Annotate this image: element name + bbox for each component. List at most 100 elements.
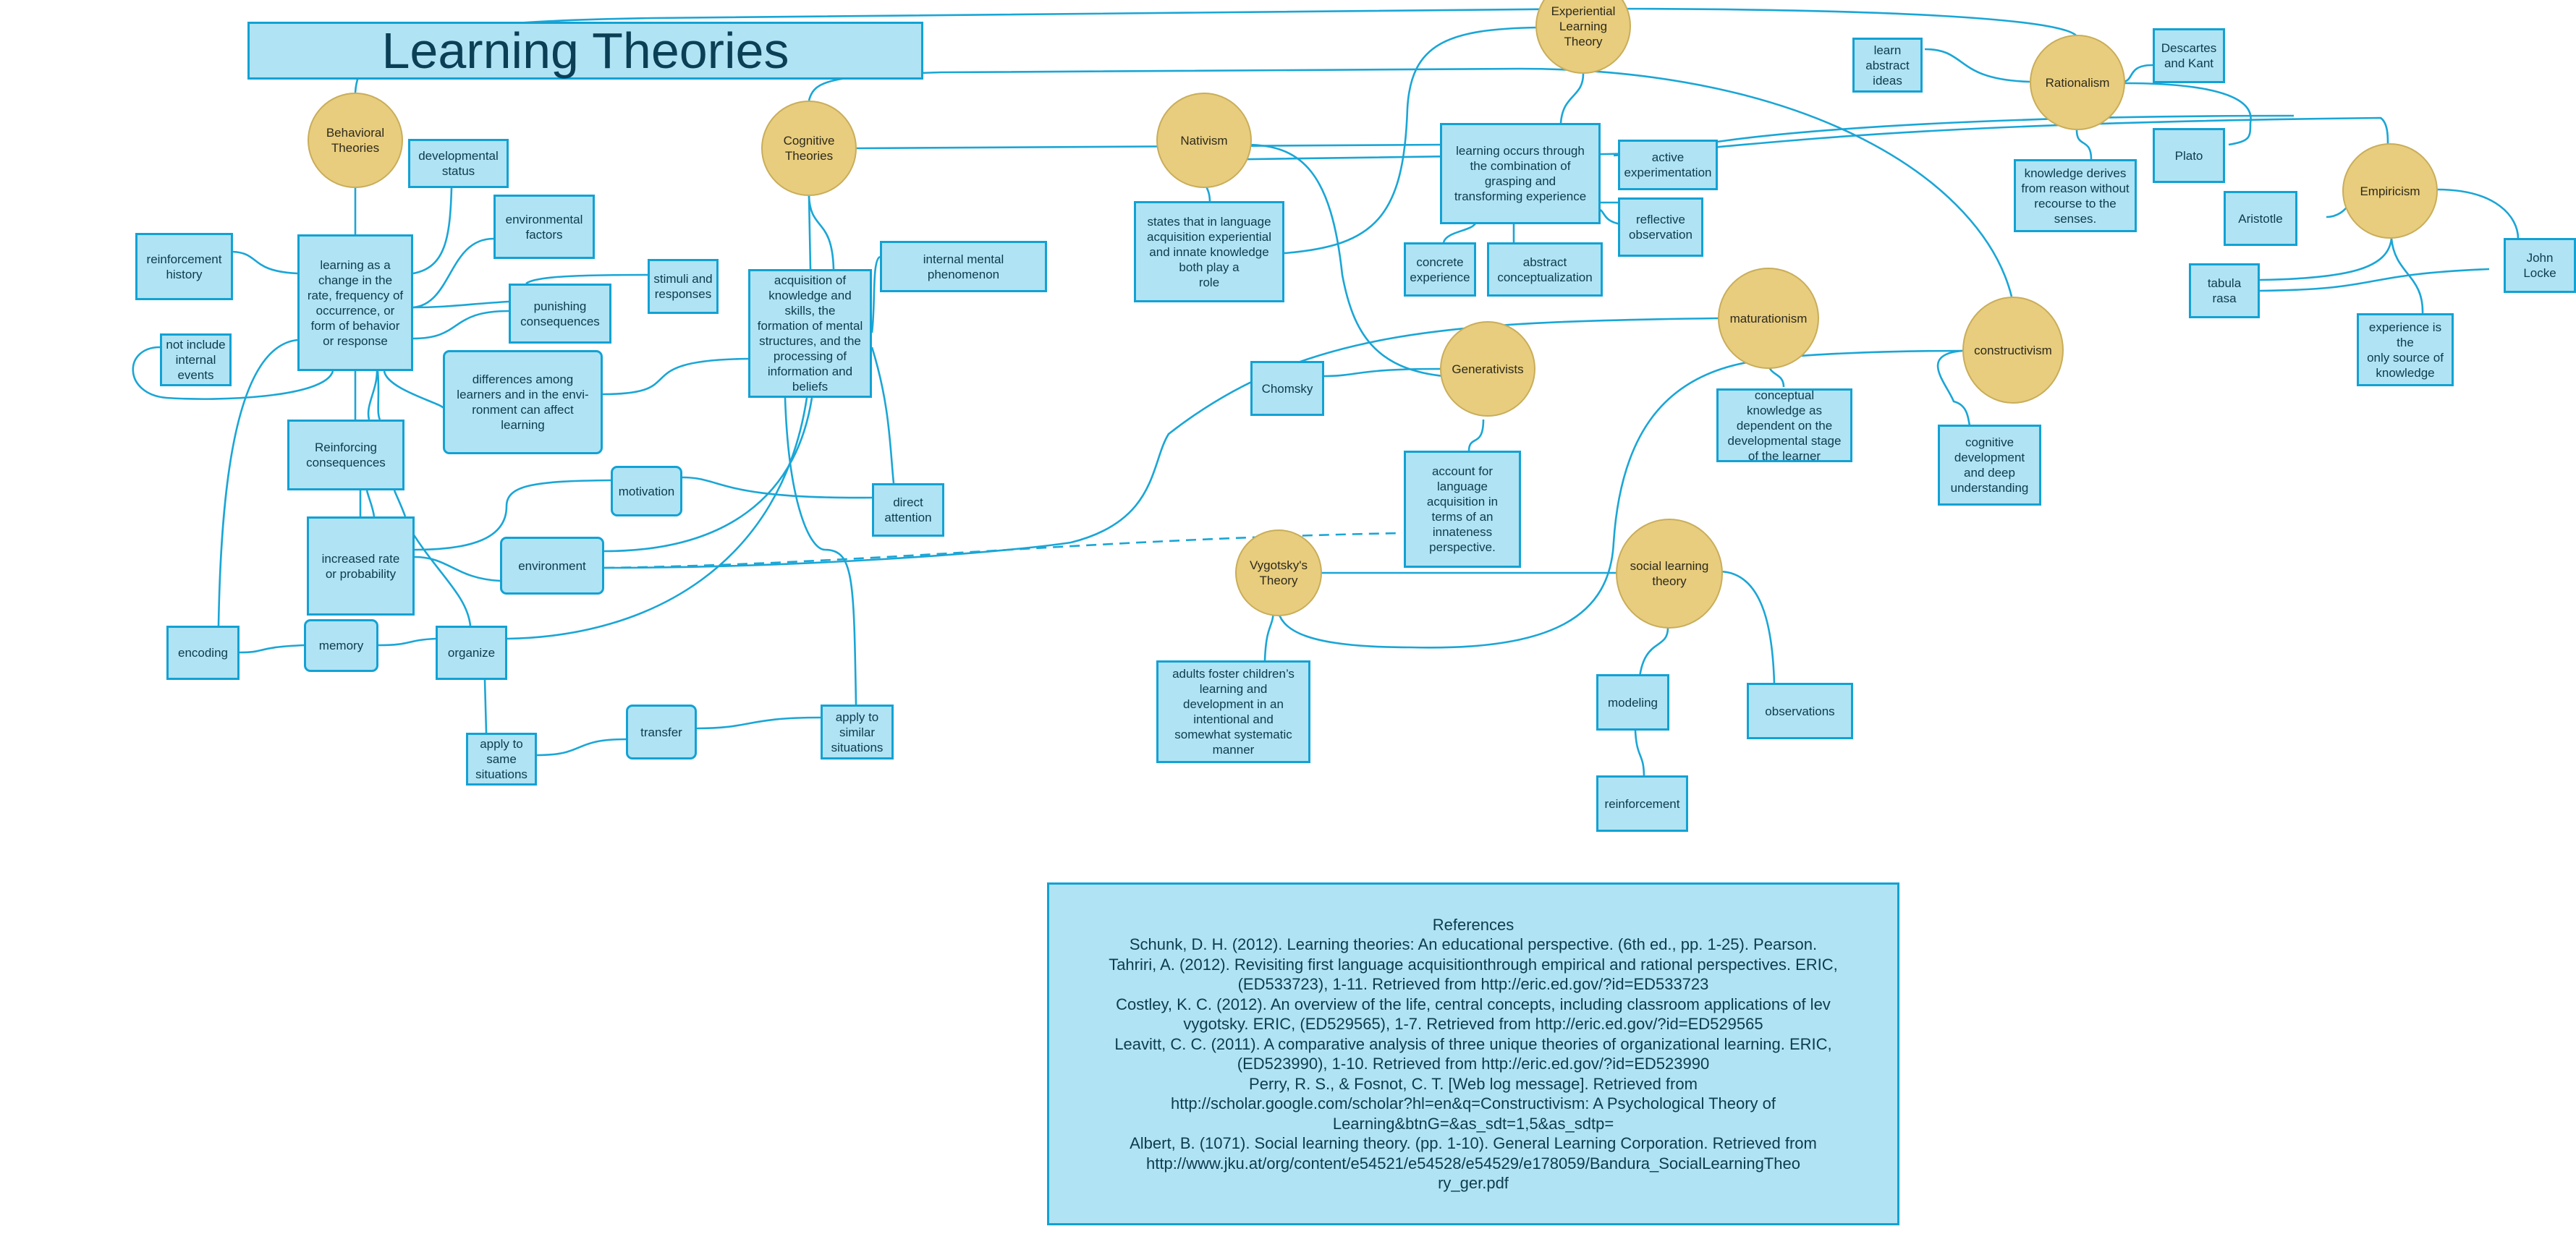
reference-line: Leavitt, C. C. (2011). A comparative ana… xyxy=(1114,1034,1832,1053)
concept-abstract-conceptualization[interactable]: abstract conceptualization xyxy=(1487,242,1603,297)
reference-line: http://scholar.google.com/scholar?hl=en&… xyxy=(1170,1094,1776,1112)
concept-punishing-consequences[interactable]: punishing consequences xyxy=(509,284,611,344)
connector xyxy=(1559,73,1585,124)
concept-learn-abstract[interactable]: learn abstract ideas xyxy=(1852,38,1923,93)
concept-internal-mental[interactable]: internal mental phenomenon xyxy=(880,241,1047,292)
theory-behavioral[interactable]: Behavioral Theories xyxy=(308,93,403,188)
concept-observations[interactable]: observations xyxy=(1747,683,1853,739)
concept-organize[interactable]: organize xyxy=(436,626,507,680)
connector xyxy=(412,187,453,275)
connector xyxy=(412,310,509,340)
reference-line: ry_ger.pdf xyxy=(1438,1174,1509,1192)
concept-developmental-status[interactable]: developmental status xyxy=(408,139,509,188)
reference-line: http://www.jku.at/org/content/e54521/e54… xyxy=(1146,1154,1800,1173)
concept-reinforcing-consequences[interactable]: Reinforcing consequences xyxy=(287,420,404,490)
connector xyxy=(2436,188,2520,239)
connector xyxy=(682,476,873,499)
connector xyxy=(414,556,501,582)
connector xyxy=(378,637,436,647)
connector xyxy=(412,237,494,309)
connector xyxy=(808,195,812,270)
concept-active-experimentation[interactable]: active experimentation xyxy=(1618,140,1718,190)
connector xyxy=(412,300,509,309)
connector xyxy=(232,250,298,275)
reference-line: Costley, K. C. (2012). An overview of th… xyxy=(1116,995,1831,1013)
concept-memory[interactable]: memory xyxy=(304,619,378,672)
connector xyxy=(603,541,1072,569)
connector xyxy=(856,143,1448,150)
references-heading: References xyxy=(1432,915,1514,934)
theory-constructivism[interactable]: constructivism xyxy=(1962,297,2064,404)
concept-john-locke[interactable]: John Locke xyxy=(2504,238,2576,293)
theory-social-learning[interactable]: social learning theory xyxy=(1616,519,1723,629)
concept-descartes-kant[interactable]: Descartes and Kant xyxy=(2153,28,2225,83)
connector xyxy=(1467,419,1485,452)
theory-cognitive[interactable]: Cognitive Theories xyxy=(761,101,857,196)
theory-empiricism[interactable]: Empiricism xyxy=(2342,143,2438,239)
concept-learning-change[interactable]: learning as a change in the rate, freque… xyxy=(297,234,413,371)
concept-acquisition[interactable]: acquisition of knowledge and skills, the… xyxy=(748,269,872,398)
connector xyxy=(2123,64,2153,83)
concept-aristotle[interactable]: Aristotle xyxy=(2224,191,2297,246)
connector xyxy=(536,738,627,757)
connector xyxy=(525,273,648,285)
connector xyxy=(376,370,381,420)
concept-plato[interactable]: Plato xyxy=(2153,128,2225,183)
page-title: Learning Theories xyxy=(247,22,923,80)
reference-line: (ED533723), 1-11. Retrieved from http://… xyxy=(1237,975,1709,993)
connector xyxy=(1924,48,2030,83)
concept-direct-attention[interactable]: direct attention xyxy=(872,483,944,537)
theory-vygotsky[interactable]: Vygotsky's Theory xyxy=(1235,529,1322,616)
connector xyxy=(239,644,305,654)
connector xyxy=(2390,238,2424,315)
concept-transfer[interactable]: transfer xyxy=(626,705,697,759)
reference-line: (ED523990), 1-10. Retrieved from http://… xyxy=(1237,1055,1710,1073)
concept-experiential-def[interactable]: learning occurs through the combination … xyxy=(1440,123,1601,224)
concept-environmental-factors[interactable]: environmental factors xyxy=(493,195,595,259)
concept-increased-rate[interactable]: increased rate or probability xyxy=(307,516,415,616)
concept-tabula-rasa[interactable]: tabula rasa xyxy=(2189,263,2260,318)
connector xyxy=(1634,730,1645,778)
concept-knowledge-derives[interactable]: knowledge derives from reason without re… xyxy=(2014,159,2137,232)
concept-encoding[interactable]: encoding xyxy=(166,626,240,680)
theory-nativism[interactable]: Nativism xyxy=(1156,93,1252,188)
connector xyxy=(784,397,857,705)
concept-adults-foster[interactable]: adults foster children’s learning and de… xyxy=(1156,660,1310,763)
concept-stimuli-responses[interactable]: stimuli and responses xyxy=(648,259,719,314)
theory-maturationism[interactable]: maturationism xyxy=(1718,268,1819,369)
reference-line: Albert, B. (1071). Social learning theor… xyxy=(1130,1134,1817,1152)
reference-line: Perry, R. S., & Fosnot, C. T. [Web log m… xyxy=(1249,1074,1698,1093)
connector xyxy=(383,370,444,410)
connector xyxy=(404,520,472,626)
connector xyxy=(1718,570,1776,684)
concept-reinforcement[interactable]: reinforcement xyxy=(1596,775,1688,832)
concept-concrete-experience[interactable]: concrete experience xyxy=(1404,242,1476,297)
connector xyxy=(365,490,376,517)
concept-motivation[interactable]: motivation xyxy=(611,466,682,516)
theory-rationalism[interactable]: Rationalism xyxy=(2030,35,2125,130)
concept-nativism-states[interactable]: states that in language acquisition expe… xyxy=(1134,201,1284,302)
connector xyxy=(1322,367,1441,378)
concept-apply-similar[interactable]: apply to similar situations xyxy=(821,705,894,759)
concept-apply-same[interactable]: apply to same situations xyxy=(466,733,537,786)
concept-differences-among[interactable]: differences among learners and in the en… xyxy=(443,350,603,454)
concept-experience-only[interactable]: experience is the only source of knowled… xyxy=(2357,313,2454,386)
reference-line: Tahriri, A. (2012). Revisiting first lan… xyxy=(1109,955,1838,974)
concept-modeling[interactable]: modeling xyxy=(1596,674,1669,731)
concept-chomsky[interactable]: Chomsky xyxy=(1250,361,1324,416)
concept-reinforcement-history[interactable]: reinforcement history xyxy=(135,233,233,300)
concept-not-include-internal[interactable]: not include internal events xyxy=(160,333,232,386)
connector xyxy=(1070,317,1719,544)
connector xyxy=(602,357,749,396)
theory-generativists[interactable]: Generativists xyxy=(1440,321,1535,417)
connector xyxy=(483,679,488,733)
theory-experiential[interactable]: Experiential Learning Theory xyxy=(1535,0,1631,74)
connector xyxy=(1276,349,1963,649)
references-box: References Schunk, D. H. (2012). Learnin… xyxy=(1047,882,1899,1225)
connector xyxy=(367,370,378,420)
concept-account-language[interactable]: account for language acquisition in term… xyxy=(1404,451,1521,568)
concept-reflective-observation[interactable]: reflective observation xyxy=(1618,197,1703,257)
concept-conceptual-knowledge[interactable]: conceptual knowledge as dependent on the… xyxy=(1716,388,1852,463)
concept-environment[interactable]: environment xyxy=(500,537,604,595)
concept-cognitive-development[interactable]: cognitive development and deep understan… xyxy=(1938,425,2041,506)
